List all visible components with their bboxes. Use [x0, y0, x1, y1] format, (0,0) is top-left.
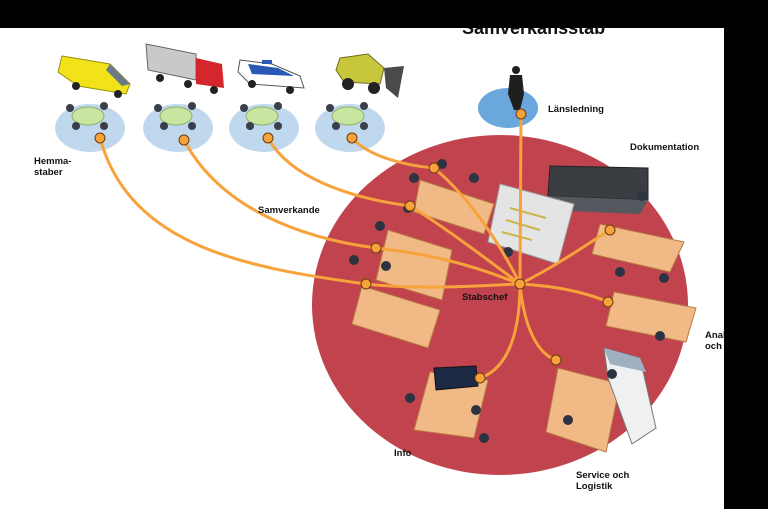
- connector-leader: [518, 112, 523, 286]
- connector-home-1: [98, 136, 368, 286]
- label-service-logistik: Service och Logistik: [576, 470, 630, 492]
- label-dokumentation: Dokumentation: [630, 142, 700, 153]
- fire-truck-icon: [145, 43, 224, 94]
- info-screen: [433, 365, 479, 391]
- label-hemmastaber: Hemma- staber: [34, 156, 72, 178]
- police-car-icon: [237, 59, 305, 94]
- connector-home-3: [266, 136, 412, 208]
- label-info: Info: [394, 448, 412, 459]
- connector-nodes: [94, 108, 616, 384]
- label-analys: Analys och: [705, 330, 724, 352]
- connector-home-2: [182, 138, 378, 250]
- label-stabschef: Stabschef: [462, 292, 508, 303]
- label-samverkande: Samverkande: [258, 205, 320, 216]
- diagram-graphics: [55, 43, 697, 475]
- home-staff-platforms: [55, 102, 385, 152]
- right-black-bar: [724, 0, 768, 509]
- ambulance-icon: [57, 55, 131, 98]
- top-black-bar: [0, 0, 768, 28]
- connector-lines: [98, 112, 612, 380]
- leader-figure: [508, 66, 524, 110]
- staff-people: [349, 159, 669, 443]
- diagram-title: Samverkansstab: [462, 28, 606, 38]
- label-lansledning: Länsledning: [548, 104, 604, 115]
- staff-tables: [351, 179, 697, 453]
- diagram-canvas: Samverkansstab Länsledning Dokumentation…: [0, 28, 724, 509]
- wheel-loader-icon: [335, 53, 404, 98]
- connector-home-4: [350, 136, 436, 170]
